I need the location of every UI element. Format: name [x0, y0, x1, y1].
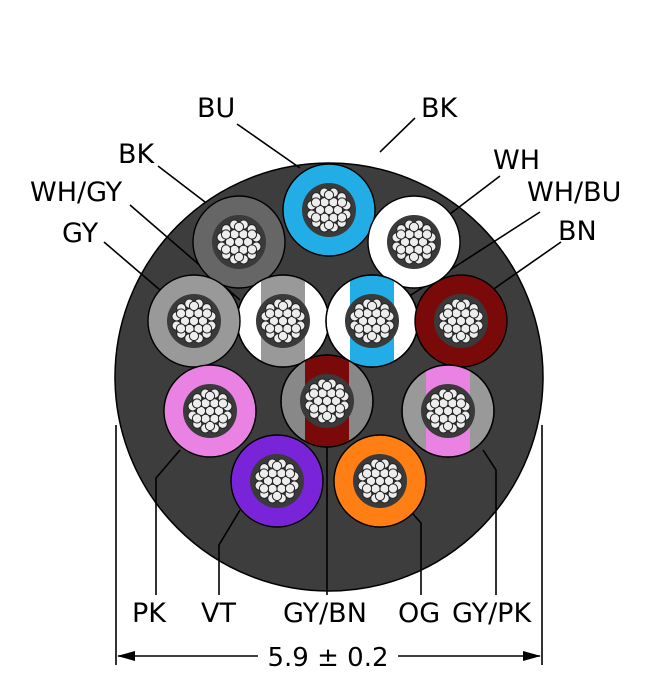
wire-wh-bu — [325, 274, 419, 368]
label-wh-bu: WH/BU — [527, 177, 621, 208]
wire-vt — [230, 434, 324, 528]
strands-pk — [183, 384, 237, 438]
wire-gy — [147, 274, 241, 368]
label-gy: GY — [62, 218, 99, 249]
leader-gy — [103, 241, 161, 291]
strands-bn — [434, 294, 488, 348]
label-wh: WH — [493, 145, 540, 176]
strands-gy — [167, 294, 221, 348]
label-gy-pk: GY/PK — [452, 598, 532, 629]
label-vt: VT — [201, 598, 236, 629]
label-pk: PK — [132, 598, 167, 629]
leader-bk-left — [157, 165, 206, 203]
strands-og — [353, 454, 407, 508]
dimension-label: 5.9 ± 0.2 — [267, 643, 388, 673]
leader-bn — [487, 241, 562, 294]
strands-bk-left — [212, 215, 266, 269]
label-bk-top: BK — [421, 93, 459, 124]
wire-pk — [163, 364, 257, 458]
leader-bk-top — [379, 117, 416, 153]
wire-gy-bn — [280, 354, 374, 448]
wire-bu — [282, 163, 376, 257]
label-bu: BU — [197, 93, 235, 124]
wire-og — [333, 434, 427, 528]
wire-gy-pk — [401, 364, 495, 458]
strands-vt — [250, 454, 304, 508]
strands-wh-gy — [256, 294, 310, 348]
wire-layer — [147, 163, 508, 528]
label-bn: BN — [558, 216, 597, 247]
label-og: OG — [398, 598, 440, 629]
dimension-arrow-right — [523, 651, 541, 661]
leader-wh — [449, 175, 501, 215]
strands-wh — [387, 215, 441, 269]
leader-pk — [155, 449, 181, 595]
label-bk-left: BK — [118, 139, 156, 170]
wire-bk-left — [192, 195, 286, 289]
strands-gy-bn — [300, 374, 354, 428]
wire-wh — [367, 195, 461, 289]
leader-vt — [218, 509, 241, 595]
leader-bu — [236, 123, 301, 169]
wire-wh-gy — [236, 274, 330, 368]
label-gy-bn: GY/BN — [283, 598, 367, 629]
strands-wh-bu — [345, 294, 399, 348]
dimension-arrow-left — [117, 651, 135, 661]
leader-gy-pk — [482, 449, 497, 595]
dimension: 5.9 ± 0.2 — [115, 425, 543, 673]
strands-gy-pk — [421, 384, 475, 438]
label-wh-gy: WH/GY — [30, 177, 123, 208]
labels: BU BK WH BK WH/GY GY WH/BU BN PK VT GY/B… — [30, 93, 621, 629]
strands-bu — [302, 183, 356, 237]
wire-bn — [414, 274, 508, 368]
